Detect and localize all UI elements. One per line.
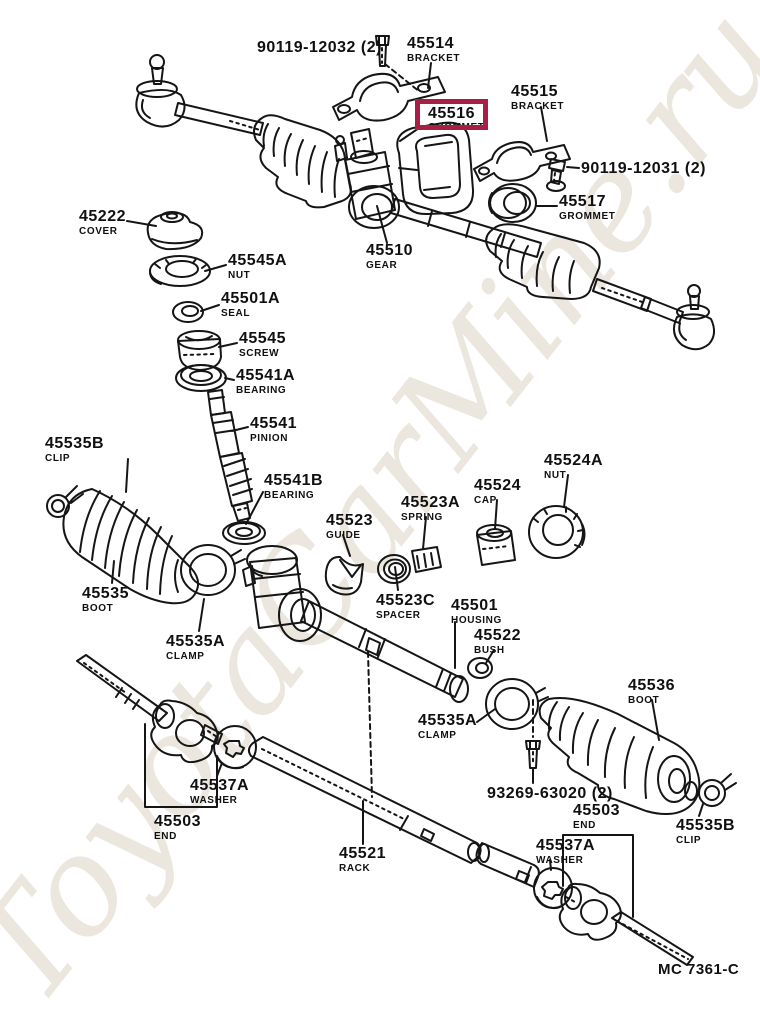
part-guide-45523 — [324, 555, 364, 596]
part-grommet-45517 — [488, 183, 537, 223]
part-bolt-90119-12032 — [375, 35, 390, 67]
part-screw-45545 — [177, 330, 222, 371]
part-bolt-93269-63020 — [525, 740, 541, 769]
part-seal-45501A — [172, 301, 204, 323]
part-cap-45524 — [476, 524, 516, 566]
part-spacer-45523C — [377, 554, 411, 584]
part-housing-45501 — [242, 545, 469, 703]
part-pinion-45541 — [207, 389, 253, 522]
part-washer-45537A-left — [213, 725, 257, 770]
part-spring-45523A — [411, 546, 442, 573]
part-bracket-45514 — [332, 72, 446, 122]
part-bush-45522 — [467, 657, 493, 679]
part-rack-45521 — [247, 736, 482, 864]
part-tie-rod-end-left — [135, 54, 186, 128]
part-boot-45535 — [62, 488, 200, 605]
part-clamp-45535A-right — [485, 678, 549, 730]
part-clip-45535B-right — [698, 773, 737, 807]
part-nut-45524A — [528, 505, 586, 559]
leader-lines — [111, 62, 704, 918]
part-rack-end-right-45503 — [558, 882, 694, 966]
part-boot-right-top — [485, 223, 601, 300]
part-clip-45535B-left — [46, 485, 84, 518]
part-gear-housing-45510 — [334, 128, 400, 229]
part-boot-45536 — [538, 697, 701, 816]
part-grommet-45516 — [396, 121, 475, 216]
part-boot-left-top — [253, 114, 352, 209]
part-cover-45222 — [146, 211, 204, 251]
part-bearing-45541B — [222, 521, 266, 545]
part-tie-rod-end-right — [592, 278, 715, 351]
part-bearing-45541A — [175, 364, 227, 392]
diagram-code: MC 7361-C — [658, 961, 740, 978]
part-clamp-45535A-left — [180, 544, 246, 596]
part-nut-45545A — [149, 255, 211, 287]
part-bolt-90119-12031 — [546, 158, 566, 192]
part-rack-end-left-45503 — [76, 654, 223, 764]
assembly-dashed-lines — [367, 63, 534, 798]
part-rack-tube-piece — [475, 842, 540, 888]
part-tie-rod-left — [174, 102, 264, 136]
